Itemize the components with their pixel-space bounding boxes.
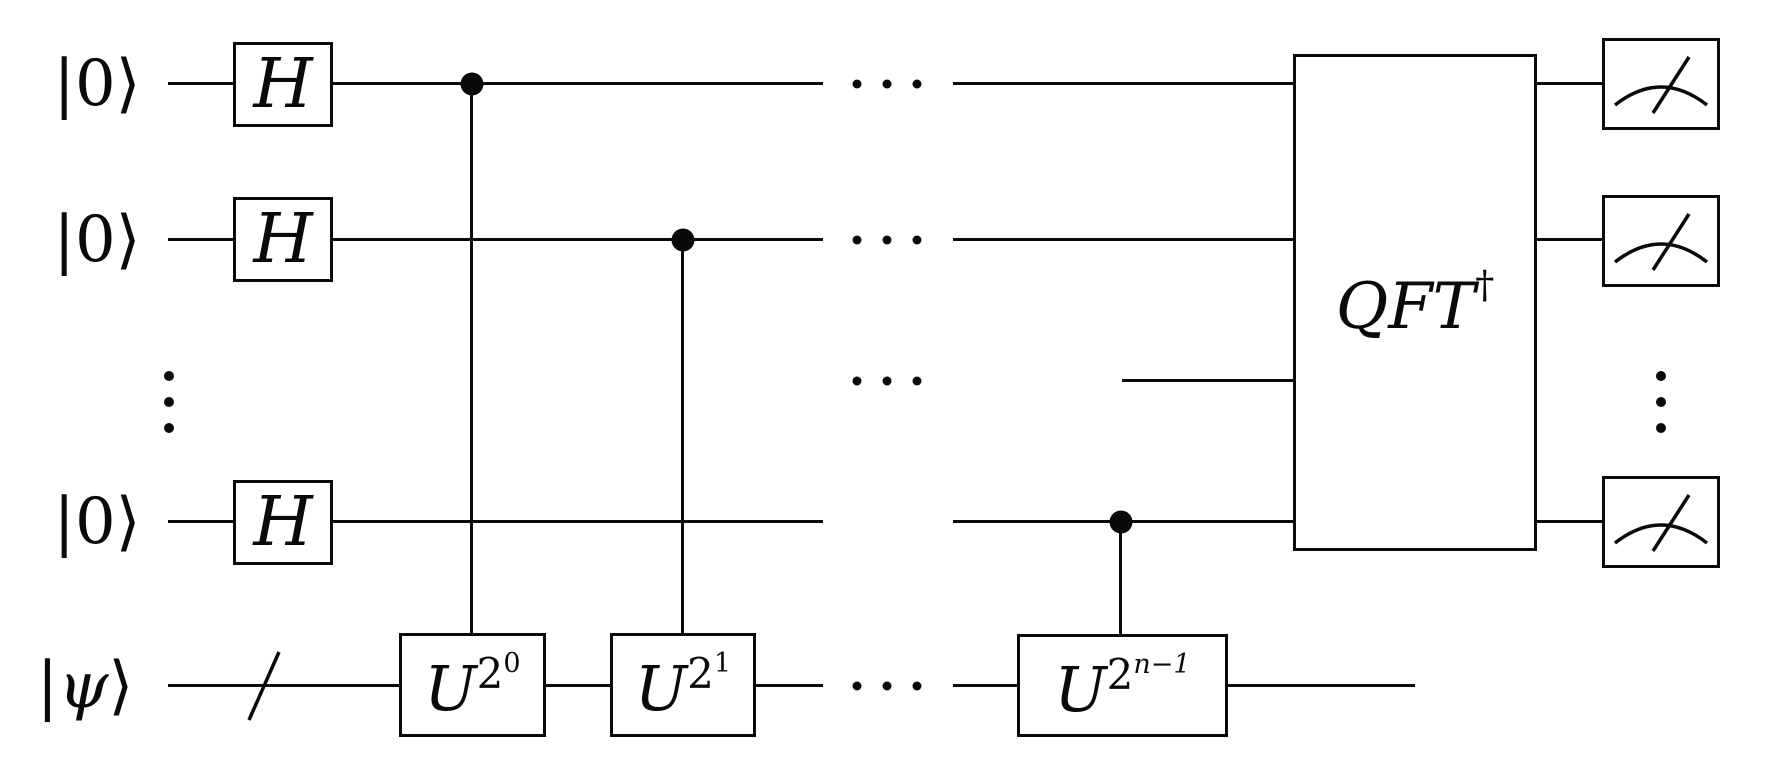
controlled-u-gate-2pow-n-1: U2n−1 [1017,634,1228,737]
qft-label: QFT† [1336,266,1495,339]
meter-icon [1613,56,1709,114]
vline-ellipsis-dot [164,423,174,433]
control-dot-icon [1109,510,1133,534]
ket-bracket: ⟩ [115,485,141,559]
hline-ellipsis-dot [912,681,922,691]
measurement-box-1 [1602,38,1720,130]
vline-ellipsis-dot [1656,371,1666,381]
vline-ellipsis-dot [1656,397,1666,407]
vline-ellipsis-dot [164,397,174,407]
hline-ellipsis-dot [852,235,862,245]
ket-symbol: 0 [74,47,116,121]
ket-bracket: ⟩ [108,649,134,723]
wire-segment [168,238,235,241]
wire-segment-stub [1122,379,1294,382]
u-exp-exp: 0 [503,648,521,679]
wire-segment [953,684,1017,687]
wire-segment [333,82,823,85]
u-exponent: 20 [477,649,521,698]
wire-segment [1536,82,1602,85]
ket-label-psi-register: |ψ⟩ [37,654,134,718]
wire-segment [333,238,823,241]
ket-bracket: ⟩ [115,203,141,277]
u-gate-label: U21 [635,650,731,720]
hadamard-label: H [253,199,313,279]
vline-ellipsis-dot [164,371,174,381]
hline-ellipsis-dot [882,79,892,89]
hline-ellipsis-dot [852,376,862,386]
hadamard-gate-3: H [233,480,333,565]
ket-symbol-psi: ψ [58,649,109,723]
wire-segment [953,238,1294,241]
hadamard-gate-1: H [233,42,333,127]
wire-segment [1228,684,1415,687]
hline-ellipsis-dot [852,79,862,89]
hadamard-label: H [253,44,313,124]
u-exp-2: 2 [1106,649,1134,699]
hline-ellipsis-dot [882,681,892,691]
controlled-u-gate-2pow0: U20 [399,633,546,737]
ket-bar: | [53,485,75,559]
hline-ellipsis-dot [852,681,862,691]
u-exp-2: 2 [687,649,714,698]
inverse-qft-gate: QFT† [1293,54,1537,551]
wire-segment [168,520,235,523]
control-line-u0 [470,84,473,633]
hline-ellipsis-dot [912,79,922,89]
qft-base: QFT [1335,270,1476,344]
u-base: U [424,652,477,725]
u-gate-label: U2n−1 [1054,651,1190,721]
u-gate-label: U20 [424,650,520,720]
ket-label-qubit-2: |0⟩ [53,208,140,272]
hadamard-label: H [253,482,313,562]
ket-bar: | [36,649,59,723]
u-base: U [1054,652,1107,726]
ket-bar: | [53,47,75,121]
u-exponent: 2n−1 [1107,650,1191,699]
meter-icon [1613,494,1709,552]
vline-ellipsis-dot [1656,423,1666,433]
wire-segment [168,684,399,687]
wire-segment [1536,238,1602,241]
hadamard-gate-2: H [233,197,333,282]
control-dot-icon [671,228,695,252]
ket-symbol: 0 [74,485,116,559]
u-exponent: 21 [687,649,731,698]
dagger-superscript: † [1475,263,1495,307]
ket-symbol: 0 [74,203,116,277]
wire-segment [953,82,1294,85]
control-dot-icon [460,72,484,96]
controlled-u-gate-2pow1: U21 [610,633,756,737]
control-line-u1 [681,240,684,633]
wire-segment [546,684,610,687]
bundle-slash-icon [247,651,281,721]
wire-segment [168,82,235,85]
u-base: U [634,652,688,725]
wire-segment [333,520,823,523]
meter-icon [1613,213,1709,271]
ket-label-qubit-n: |0⟩ [53,490,140,554]
measurement-box-3 [1602,476,1720,568]
hline-ellipsis-dot [882,235,892,245]
hline-ellipsis-dot [912,235,922,245]
hline-ellipsis-dot [912,376,922,386]
u-exp-2: 2 [476,649,504,698]
u-exp-exp: n−1 [1133,648,1191,680]
u-exp-exp: 1 [713,648,732,679]
measurement-box-2 [1602,195,1720,287]
control-line-un [1119,522,1122,634]
ket-label-qubit-1: |0⟩ [53,52,140,116]
ket-bracket: ⟩ [115,47,141,121]
wire-segment [756,684,823,687]
ket-bar: | [53,203,75,277]
hline-ellipsis-dot [882,376,892,386]
wire-segment [1536,520,1602,523]
